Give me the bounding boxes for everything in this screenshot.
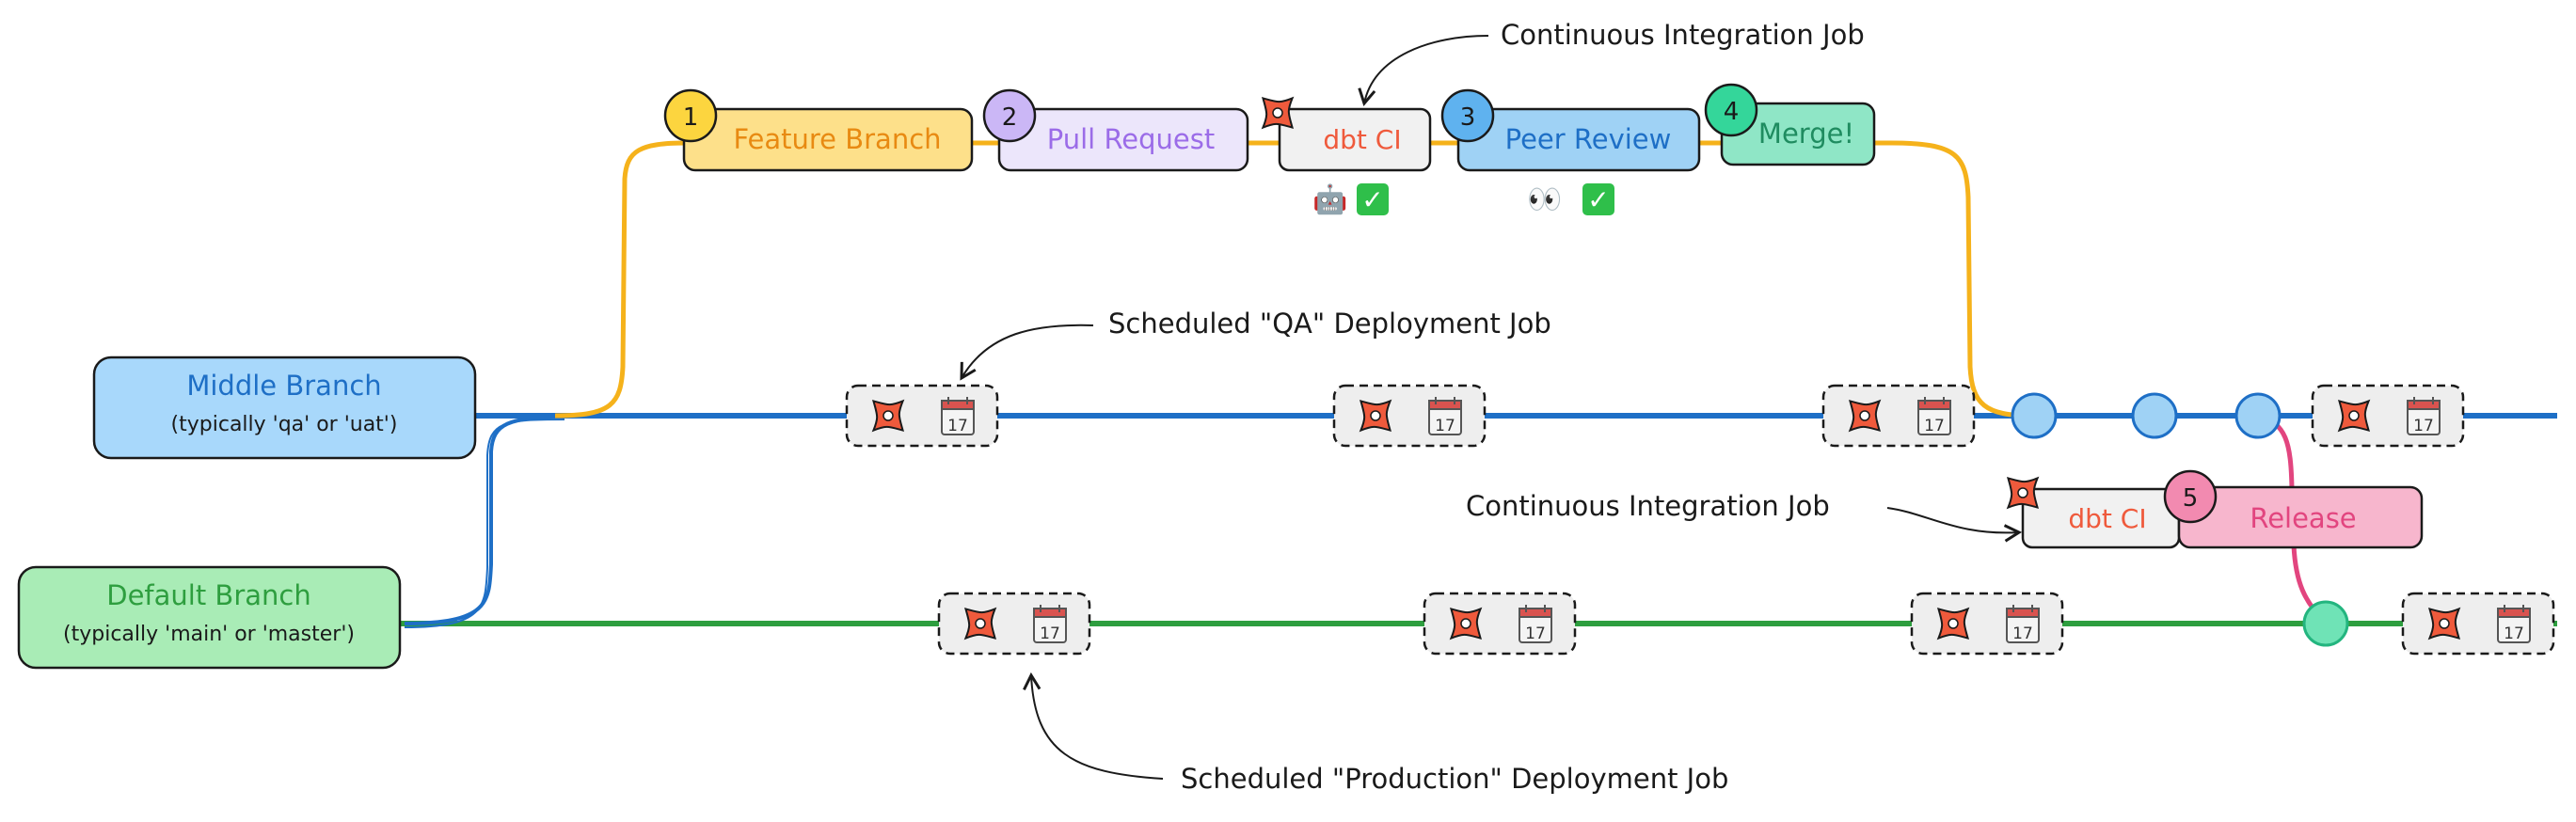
annotation-ci-bottom: Continuous Integration Job — [1466, 490, 2023, 543]
step-number: 2 — [1002, 103, 1018, 132]
ci-job-top[interactable]: dbt CI — [1247, 82, 1432, 172]
step-label: Release — [2250, 502, 2356, 534]
scheduled-prod-job[interactable]: 17 — [1910, 592, 2064, 656]
step-release[interactable]: Release 5 — [2163, 469, 2424, 549]
default-branch-subtitle: (typically 'main' or 'master') — [63, 623, 355, 646]
commit-dot[interactable] — [2234, 392, 2282, 439]
commit-dots — [2011, 392, 2349, 647]
step-number-badge — [1440, 88, 1495, 143]
merge-commit-dot[interactable] — [2011, 392, 2058, 439]
step-label: Pull Request — [1047, 123, 1216, 155]
check-mark: ✓ — [1587, 184, 1609, 215]
scheduled-prod-job[interactable]: 17 — [2401, 592, 2555, 656]
scheduled-qa-job[interactable]: 17 — [845, 384, 999, 448]
ci-job-bottom[interactable]: dbt CI — [1992, 462, 2181, 549]
annotation-qa-job: Scheduled "QA" Deployment Job — [960, 308, 1551, 381]
feature-branch-line — [554, 140, 2033, 419]
step-label: Feature Branch — [733, 123, 941, 155]
step-number-badge — [1704, 83, 1758, 137]
annotation-arrow — [1358, 35, 1489, 107]
scheduled-prod-job[interactable]: 17 — [937, 592, 1091, 656]
calendar-day: 17 — [2413, 417, 2434, 435]
step-number-badge — [982, 88, 1037, 143]
middle-branch-subtitle: (typically 'qa' or 'uat') — [171, 413, 398, 436]
calendar-day: 17 — [947, 417, 968, 435]
annotation-text: Continuous Integration Job — [1466, 490, 1830, 522]
calendar-day: 17 — [1924, 417, 1945, 435]
ci-label: dbt CI — [1323, 124, 1401, 155]
step-merge[interactable]: Merge! 4 — [1704, 83, 1876, 166]
step-number-badge — [2163, 469, 2218, 524]
step-number: 4 — [1724, 98, 1740, 126]
annotation-arrow — [1886, 507, 2023, 543]
calendar-day: 17 — [1040, 624, 1060, 643]
check-mark: ✓ — [1361, 184, 1383, 215]
check-icon — [1357, 183, 1389, 215]
calendar-day: 17 — [1435, 417, 1455, 435]
calendar-day: 17 — [2012, 624, 2033, 643]
middle-branch-title: Middle Branch — [186, 370, 381, 402]
commit-dot[interactable] — [2131, 392, 2178, 439]
default-branch-title: Default Branch — [106, 579, 310, 611]
step-number-badge — [663, 88, 718, 143]
middle-branch-box[interactable]: Middle Branch (typically 'qa' or 'uat') — [92, 356, 477, 460]
release-commit-dot[interactable] — [2302, 600, 2349, 647]
step-feature-branch[interactable]: Feature Branch 1 — [663, 88, 974, 172]
ci-check-indicators: 🤖 ✓ — [1312, 182, 1389, 216]
review-check-indicators: 👀 ✓ — [1527, 183, 1614, 216]
step-label: Peer Review — [1505, 123, 1672, 155]
annotation-prod-job: Scheduled "Production" Deployment Job — [1023, 672, 1728, 795]
annotation-text: Scheduled "Production" Deployment Job — [1181, 763, 1728, 795]
step-number: 5 — [2183, 484, 2199, 513]
eyes-emoji: 👀 — [1527, 183, 1562, 216]
scheduled-qa-job[interactable]: 17 — [2311, 384, 2465, 448]
calendar-day: 17 — [1525, 624, 1546, 643]
default-branch-box[interactable]: Default Branch (typically 'main' or 'mas… — [17, 565, 402, 670]
ci-label: dbt CI — [2068, 503, 2146, 534]
annotation-ci-top: Continuous Integration Job — [1358, 19, 1865, 107]
branch-lines — [400, 140, 2557, 628]
robot-emoji: 🤖 — [1312, 182, 1347, 216]
annotation-arrow — [960, 324, 1094, 381]
scheduled-prod-job[interactable]: 17 — [1423, 592, 1577, 656]
step-number: 3 — [1460, 103, 1476, 132]
step-peer-review[interactable]: Peer Review 3 — [1440, 88, 1701, 172]
scheduled-qa-job[interactable]: 17 — [1332, 384, 1487, 448]
scheduled-qa-job[interactable]: 17 — [1821, 384, 1976, 448]
step-label: Merge! — [1758, 118, 1854, 150]
annotation-text: Scheduled "QA" Deployment Job — [1108, 308, 1551, 340]
check-icon — [1582, 183, 1614, 215]
step-number: 1 — [683, 103, 699, 132]
annotation-arrow — [1023, 672, 1164, 780]
calendar-day: 17 — [2504, 624, 2524, 643]
annotation-text: Continuous Integration Job — [1501, 19, 1865, 51]
step-pull-request[interactable]: Pull Request 2 — [982, 88, 1249, 172]
